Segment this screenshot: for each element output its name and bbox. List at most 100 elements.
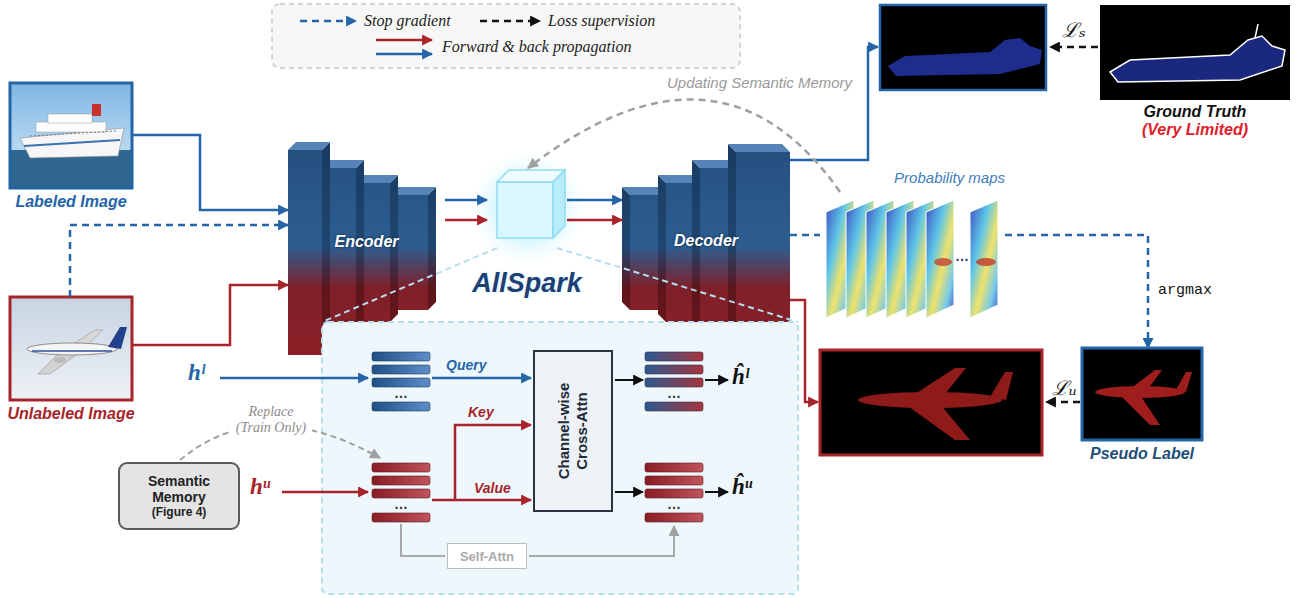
module-title: AllSpark <box>472 268 582 299</box>
module-label: Decoder <box>674 232 738 250</box>
probability-map-stack <box>826 200 998 318</box>
ellipsis: … <box>664 387 684 399</box>
attention-wiring <box>615 379 643 381</box>
connector-arrow <box>567 219 622 222</box>
feature-symbol: hᵘ <box>250 474 270 500</box>
attention-box: Channel-wise Cross-Attn <box>533 350 613 512</box>
ground-truth-picture <box>1100 5 1290 100</box>
labeled-photo <box>36 122 106 132</box>
unlabeled-photo <box>10 297 132 400</box>
image-panel: Labeled Image <box>10 83 132 188</box>
labeled-photo <box>30 131 116 136</box>
labeled-photo <box>10 83 132 188</box>
loss-symbol: ℒᵤ <box>1052 374 1077 401</box>
token-stack <box>372 489 430 498</box>
ellipsis: … <box>952 250 972 262</box>
encoder-block: Encoder <box>288 128 445 356</box>
unlabeled-prediction <box>905 404 970 440</box>
probability-map-stack <box>926 200 954 318</box>
attention-box: Self-Attn <box>447 543 527 569</box>
token-stack <box>645 513 703 522</box>
legend-box <box>272 4 740 68</box>
legend-item: Forward & back propagation <box>442 38 631 56</box>
attention-wiring <box>180 378 728 556</box>
legend-item: Loss supervision <box>548 12 655 30</box>
allspark-cube <box>497 182 553 238</box>
ellipsis: … <box>391 498 411 510</box>
box-label: Self-Attn <box>460 549 514 564</box>
token-stack <box>645 402 703 411</box>
decoder-shape <box>622 144 790 352</box>
unlabeled-prediction <box>990 372 1013 400</box>
connector-arrow <box>567 199 622 202</box>
legend-box <box>300 20 356 23</box>
connector-arrow <box>445 219 487 222</box>
edge-label: Updating Semantic Memory <box>665 74 854 91</box>
note-label: Replace (Train Only) <box>230 404 312 436</box>
box-label: (Figure 4) <box>152 505 207 520</box>
module-label: Encoder <box>334 233 398 251</box>
connector-arrow <box>1005 235 1148 348</box>
edge-label: argmax <box>1156 282 1214 299</box>
attention-wiring <box>529 526 674 556</box>
token-stack <box>372 463 430 472</box>
decoder-output-wires <box>790 300 818 402</box>
feature-symbol: ĥˡ <box>732 364 749 390</box>
labeled-photo <box>20 128 124 158</box>
allspark-panel <box>557 248 798 322</box>
labeled-photo <box>24 140 120 146</box>
encoder-shape <box>288 150 322 355</box>
legend-text: Forward & back propagation <box>442 38 631 56</box>
label-group: Ground Truth(Very Limited) <box>950 103 1297 139</box>
attention-input-label: Value <box>474 480 511 496</box>
ground-truth-picture <box>1255 24 1258 38</box>
image-caption: Labeled Image <box>15 193 126 211</box>
decoder-output-wires <box>1046 401 1080 404</box>
attention-input-label: Key <box>468 404 494 420</box>
decoder-shape <box>728 144 790 152</box>
ground-truth-picture <box>1100 5 1290 100</box>
unlabeled-photo <box>54 357 66 363</box>
labeled-photo <box>48 114 92 123</box>
legend-text: Loss supervision <box>548 12 655 30</box>
token-stack <box>372 402 430 411</box>
token-stack <box>372 378 430 387</box>
token-stack <box>645 463 703 472</box>
legend-box <box>480 20 540 23</box>
unlabeled-photo <box>32 350 112 352</box>
image-caption: Unlabeled Image <box>7 405 134 423</box>
pseudo-label-picture <box>1082 348 1202 440</box>
attention-wiring <box>401 524 445 556</box>
label-group: Pseudo Label <box>932 445 1297 463</box>
encoder-shape <box>288 142 330 150</box>
loss-symbol: ℒₛ <box>1062 16 1086 43</box>
token-stack <box>645 476 703 485</box>
ground-truth-picture <box>1110 36 1285 82</box>
legend-box <box>376 39 432 42</box>
encoder-shape <box>428 187 436 310</box>
legend-box <box>272 4 740 68</box>
labeled-photo <box>10 83 132 188</box>
feature-symbol: ĥᵘ <box>732 474 752 500</box>
decoder-block: Decoder <box>622 128 790 353</box>
connector-arrow <box>132 135 288 210</box>
token-stack <box>645 378 703 387</box>
unlabeled-photo <box>10 297 132 400</box>
attention-wiring <box>705 379 728 381</box>
probability-map-stack <box>976 258 996 266</box>
token-stack <box>645 489 703 498</box>
connector-arrow <box>445 199 487 202</box>
pseudo-label-picture <box>1095 386 1185 398</box>
pseudo-label-mask: Pseudo Label <box>1082 348 1202 440</box>
ground-truth-mask: Ground Truth(Very Limited) <box>1100 5 1290 100</box>
feature-symbol: hˡ <box>188 360 205 386</box>
legend-text: Stop gradient <box>364 12 451 30</box>
image-caption: (Very Limited) <box>1142 121 1248 139</box>
connector-arrow <box>790 234 820 237</box>
attention-input-label: Query <box>446 357 486 373</box>
unlabeled-photo <box>10 297 132 400</box>
connector-arrow <box>132 285 288 345</box>
image-caption: Probability maps <box>894 169 1005 186</box>
allspark-cube <box>553 170 565 238</box>
